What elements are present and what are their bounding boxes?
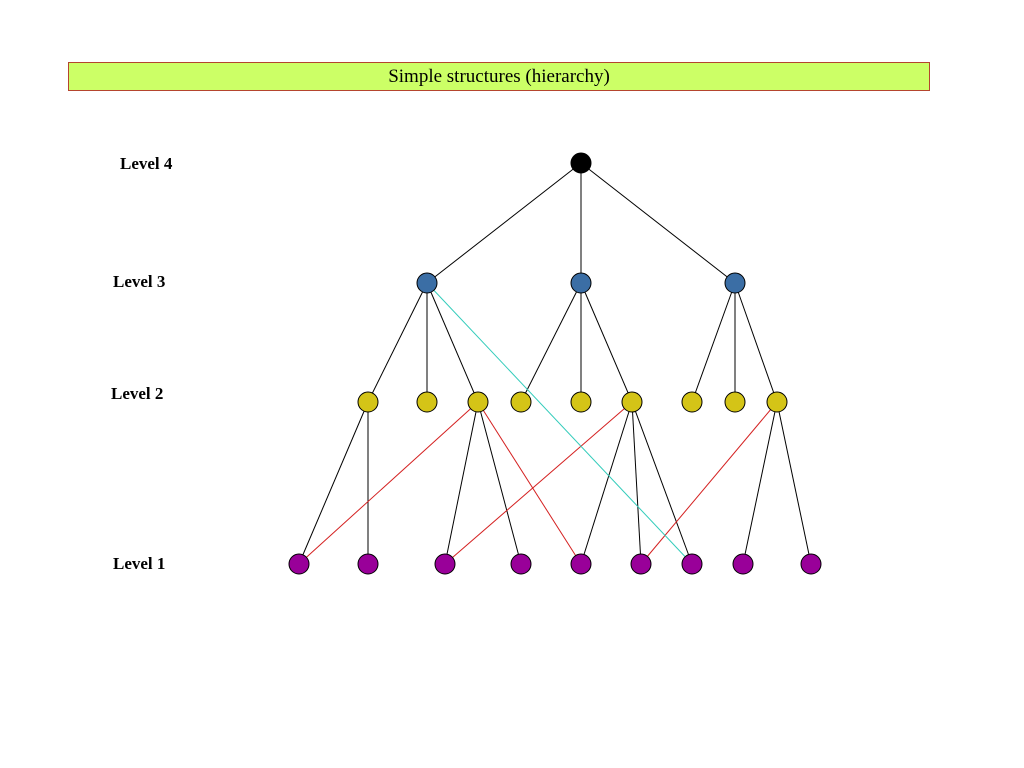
node-n2-5 <box>570 391 592 413</box>
level-2-label: Level 2 <box>111 384 164 403</box>
node-n1-8 <box>732 553 754 575</box>
node-n2-3 <box>467 391 489 413</box>
edge-n3-1-n2-1 <box>367 282 428 403</box>
edge-n2-6-n1-7 <box>631 401 693 565</box>
level-3-label: Level 3 <box>113 272 166 291</box>
edge-n3-1-n1-7 <box>426 282 693 565</box>
edge-n2-3-n1-1 <box>298 401 479 565</box>
edge-n2-9-n1-6 <box>640 401 778 565</box>
node-n4-1 <box>570 152 592 174</box>
edge-n3-2-n2-6 <box>580 282 633 403</box>
edge-n2-6-n1-3 <box>444 401 633 565</box>
node-n1-9 <box>800 553 822 575</box>
node-n3-1 <box>416 272 438 294</box>
edge-n4-1-n3-1 <box>426 162 582 284</box>
node-n1-6 <box>630 553 652 575</box>
edge-n3-1-n2-3 <box>426 282 479 403</box>
level-1-label: Level 1 <box>113 554 166 573</box>
node-n2-1 <box>357 391 379 413</box>
node-n3-2 <box>570 272 592 294</box>
level-4-label: Level 4 <box>120 154 173 173</box>
edge-n3-3-n2-7 <box>691 282 736 403</box>
node-n2-6 <box>621 391 643 413</box>
node-n3-3 <box>724 272 746 294</box>
edge-n4-1-n3-3 <box>580 162 736 284</box>
edge-n2-6-n1-6 <box>631 401 642 565</box>
edge-n2-3-n1-4 <box>477 401 522 565</box>
node-n2-9 <box>766 391 788 413</box>
edge-n2-1-n1-1 <box>298 401 369 565</box>
node-n1-5 <box>570 553 592 575</box>
node-n1-2 <box>357 553 379 575</box>
node-n2-2 <box>416 391 438 413</box>
edge-n3-2-n2-4 <box>520 282 582 403</box>
node-n1-7 <box>681 553 703 575</box>
edges-layer <box>298 162 812 565</box>
node-n2-4 <box>510 391 532 413</box>
edge-n2-6-n1-5 <box>580 401 633 565</box>
edge-n2-3-n1-5 <box>477 401 582 565</box>
slide-title-text: Simple structures (hierarchy) <box>388 65 610 87</box>
edge-n3-3-n2-9 <box>734 282 778 403</box>
node-n1-1 <box>288 553 310 575</box>
edge-n2-9-n1-8 <box>742 401 778 565</box>
slide-title: Simple structures (hierarchy) <box>68 62 930 91</box>
edge-n2-3-n1-3 <box>444 401 479 565</box>
node-n2-7 <box>681 391 703 413</box>
node-n1-3 <box>434 553 456 575</box>
edge-n2-9-n1-9 <box>776 401 812 565</box>
node-n2-8 <box>724 391 746 413</box>
nodes-layer <box>288 152 822 575</box>
node-n1-4 <box>510 553 532 575</box>
